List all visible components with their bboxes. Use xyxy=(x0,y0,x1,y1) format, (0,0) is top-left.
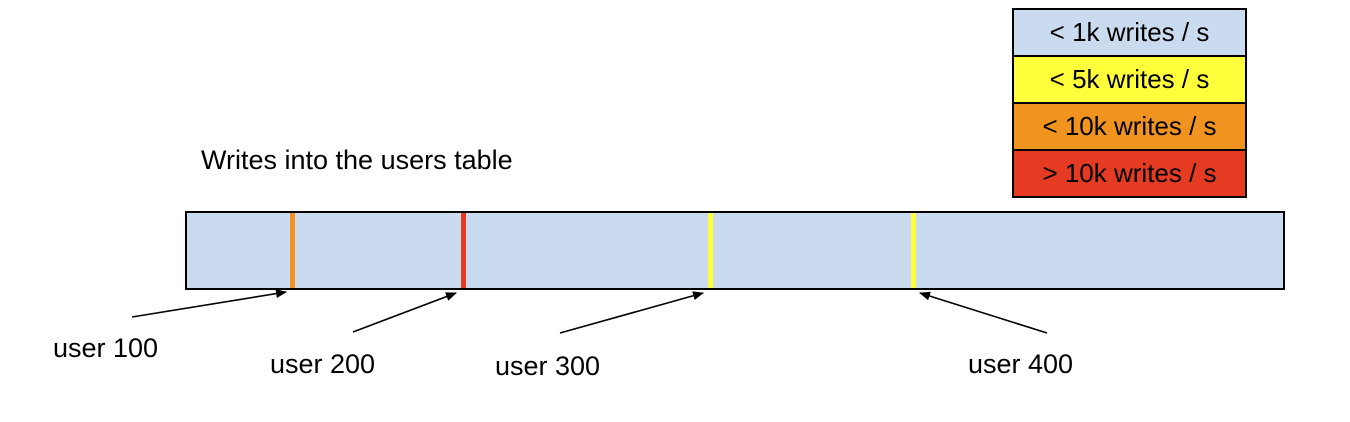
label-user-300: user 300 xyxy=(495,351,601,381)
arrow-user-200 xyxy=(352,292,457,333)
arrow-user-400 xyxy=(919,291,1048,334)
label-user-200: user 200 xyxy=(270,349,376,379)
legend-item-label: < 10k writes / s xyxy=(1042,111,1217,141)
users-table-bar xyxy=(185,211,1285,290)
diagram-title: Writes into the users table xyxy=(201,145,513,175)
label-user-100: user 100 xyxy=(53,333,159,363)
legend-item-label: > 10k writes / s xyxy=(1042,158,1217,188)
legend-item-label: < 1k writes / s xyxy=(1049,17,1210,47)
label-user-400: user 400 xyxy=(968,349,1074,379)
legend-item-lt-1k: < 1k writes / s xyxy=(1014,10,1245,55)
marker-user-100 xyxy=(289,213,295,288)
legend-item-label: < 5k writes / s xyxy=(1049,64,1210,94)
arrow-user-300 xyxy=(559,291,704,334)
legend: < 1k writes / s < 5k writes / s < 10k wr… xyxy=(1012,8,1247,198)
legend-item-gt-10k: > 10k writes / s xyxy=(1014,149,1245,196)
arrow-user-100 xyxy=(131,289,287,318)
marker-user-300 xyxy=(707,213,713,288)
legend-item-lt-10k: < 10k writes / s xyxy=(1014,102,1245,149)
marker-user-200 xyxy=(460,213,466,288)
legend-item-lt-5k: < 5k writes / s xyxy=(1014,55,1245,102)
marker-user-400 xyxy=(910,213,916,288)
